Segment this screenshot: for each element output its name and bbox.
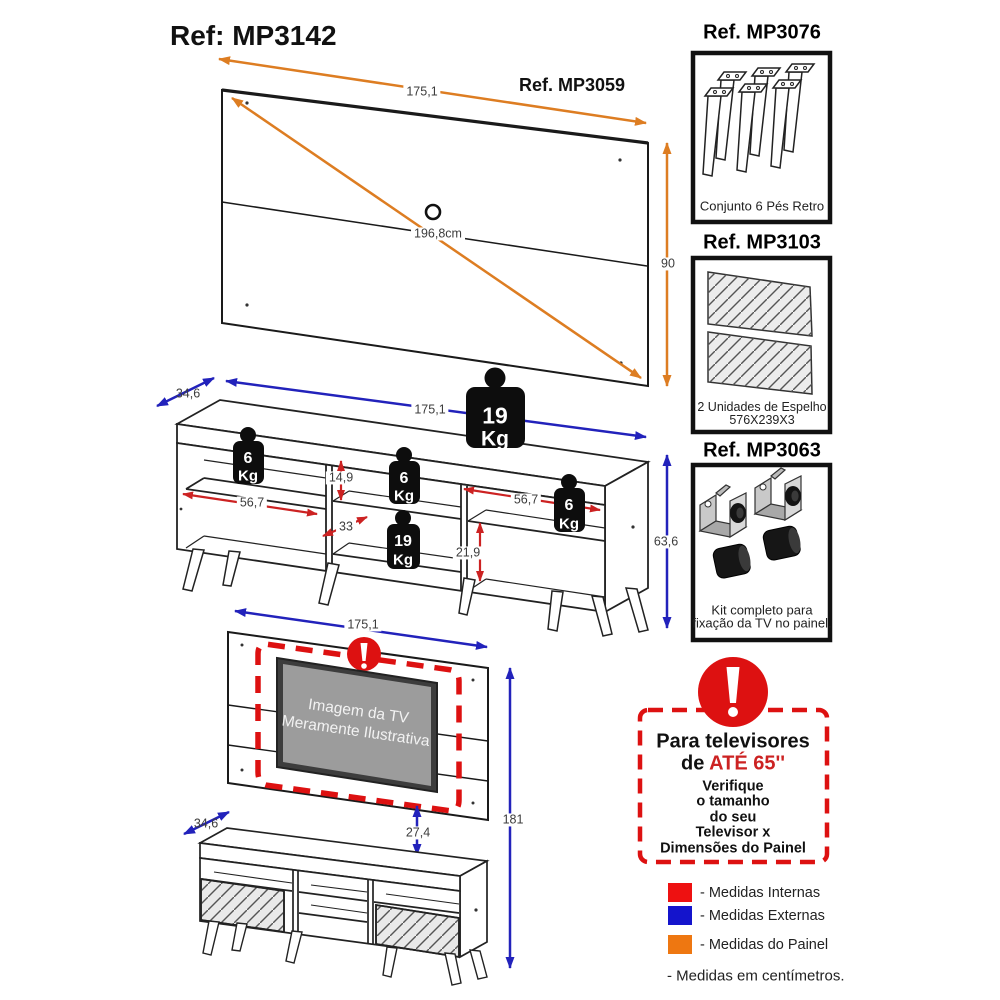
accessory-ref-mirrors: Ref. MP3103	[703, 231, 821, 254]
accessory-box-legs	[690, 50, 833, 225]
warning-sub5: Dimensões do Painel	[660, 840, 806, 857]
accessory-box-mirrors	[690, 255, 833, 435]
weight-top-value: 19	[482, 402, 508, 429]
alert-icon-large	[698, 657, 768, 727]
panel-tv-drawing	[227, 630, 489, 822]
stand-drawing	[197, 827, 490, 986]
warning-subtext: Verifique o tamanho do seu Televisor x D…	[660, 779, 806, 856]
tv-max-size-dashed-outline	[255, 641, 462, 814]
stand-depth-arrow	[183, 810, 230, 836]
weight-middle2-unit: Kg	[393, 551, 413, 569]
weight-right-unit: Kg	[559, 515, 579, 533]
rack-height-label: 63,6	[650, 535, 682, 549]
rack-legs	[182, 548, 649, 637]
legend-external-label: - Medidas Externas	[700, 908, 825, 924]
alert-icon-small	[347, 637, 381, 671]
tv-illustration	[276, 656, 438, 794]
panel-width-label: 175,1	[403, 85, 441, 99]
rack-depth-label: 34,6	[175, 386, 201, 401]
warning-sub1: Verifique	[702, 778, 764, 795]
rack-width-label: 175,1	[411, 403, 449, 417]
mirror-1	[707, 271, 813, 337]
warning-title: Para televisores	[656, 730, 810, 753]
accessory-caption-mirrors-1: 2 Unidades de Espelho	[697, 400, 827, 414]
cable-hole	[424, 203, 442, 221]
warning-size-prefix: de	[681, 752, 710, 775]
accessory-ref-kit: Ref. MP3063	[703, 439, 821, 462]
mirror-2	[707, 331, 813, 395]
clearance-label: 27,4	[402, 826, 434, 840]
stand-mirror-door-right	[375, 904, 460, 958]
weight-middle-value: 6	[399, 470, 409, 487]
panel-ref-label: Ref. MP3059	[519, 75, 626, 95]
weight-6kg-middle	[389, 447, 420, 504]
weight-19kg-middle	[387, 510, 420, 569]
rack-depth-arrow	[156, 376, 215, 408]
legend-note: - Medidas em centímetros.	[667, 967, 845, 985]
weight-left-unit: Kg	[238, 467, 258, 485]
left-width-label: 56,7	[236, 496, 268, 510]
warning-sub3: do seu	[709, 809, 757, 826]
weight-left-value: 6	[243, 450, 253, 467]
right-width-label: 56,7	[510, 493, 542, 507]
weight-middle2-value: 19	[394, 533, 412, 550]
accessory-box-fixing-kit	[690, 462, 833, 643]
right-height-label: 21,9	[452, 546, 484, 560]
panel-height-label: 90	[658, 257, 678, 271]
weight-top-unit: Kg	[481, 427, 509, 451]
warning-size-highlight: ATÉ 65''	[709, 752, 785, 775]
legend-swatch-panel	[668, 935, 692, 954]
stand-legs	[202, 920, 488, 986]
warning-size-line: de ATÉ 65''	[681, 753, 785, 776]
legend-swatch-external	[668, 906, 692, 925]
warning-sub2: o tamanho	[696, 793, 770, 810]
accessory-ref-legs: Ref. MP3076	[703, 21, 821, 44]
stand-right-side	[459, 859, 488, 959]
legend-swatch-internal	[668, 883, 692, 902]
weight-19kg-top	[466, 367, 525, 448]
panel-diagonal-label: 196,8cm	[411, 227, 465, 241]
stand-mirror-door-left	[200, 878, 285, 933]
page-title: Ref: MP3142	[170, 20, 337, 51]
total-height-label: 181	[499, 813, 527, 827]
legend-swatches	[668, 883, 692, 954]
middle-width-label: 33	[336, 520, 356, 534]
warning-box	[637, 657, 830, 865]
accessory-caption-kit-2: fixação da TV no painel.	[692, 615, 832, 631]
accessory-caption-legs: Conjunto 6 Pés Retro	[699, 198, 825, 214]
weight-middle-unit: Kg	[394, 487, 414, 505]
legend-panel-label: - Medidas do Painel	[700, 937, 829, 953]
middle-top-label: 14,9	[325, 471, 357, 485]
legend-internal-label: - Medidas Internas	[700, 885, 821, 901]
accessory-caption-kit-1: Kit completo para	[711, 602, 813, 618]
stand-depth-label: 34,6	[193, 816, 219, 831]
warning-sub4: Televisor x	[695, 824, 771, 841]
accessory-caption-mirrors-2: 576X239X3	[729, 413, 795, 427]
panel2-width-label: 175,1	[344, 618, 382, 632]
weight-icons	[233, 367, 585, 569]
weight-right-value: 6	[564, 497, 574, 514]
weight-6kg-left	[233, 427, 264, 484]
weight-6kg-right	[554, 474, 585, 532]
